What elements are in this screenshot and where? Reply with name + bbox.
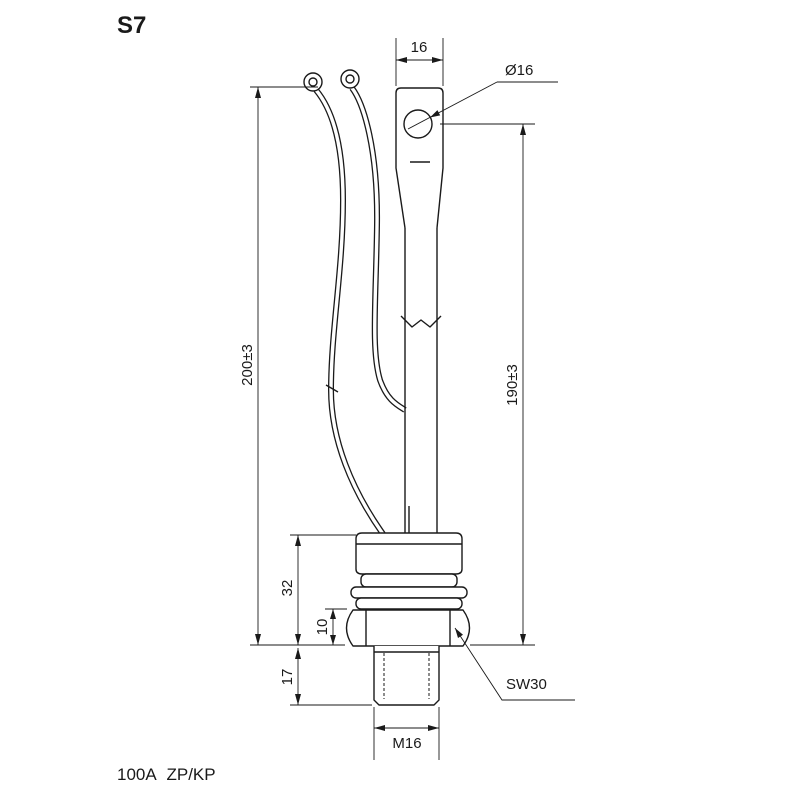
arrowhead xyxy=(374,725,385,731)
arrowhead xyxy=(330,635,336,645)
rod-break-mark xyxy=(400,315,442,328)
lead-wire-outer-core xyxy=(314,88,385,535)
rating-and-type-caption: 100A ZP/KP xyxy=(117,765,216,784)
eyelet-left-hole xyxy=(308,77,318,87)
arrowhead xyxy=(520,124,526,135)
dimension-total-length: 200±3 xyxy=(239,86,345,646)
dimension-base-height: 32 xyxy=(279,534,356,645)
dimension-label: M16 xyxy=(392,735,421,752)
lead-wire-inner xyxy=(349,86,407,413)
base-neck xyxy=(360,573,458,588)
arrowhead xyxy=(430,110,441,118)
base-flange-lower xyxy=(355,597,463,610)
threaded-stud xyxy=(373,646,440,706)
dimension-label: Ø16 xyxy=(505,62,533,79)
arrowhead xyxy=(295,634,301,645)
dimension-wrench-size: SW30 xyxy=(454,627,575,701)
arrowhead xyxy=(295,648,301,659)
eyelet-right-hole xyxy=(345,74,355,84)
lead-wire-mark xyxy=(325,384,339,393)
dimension-label: 16 xyxy=(411,39,428,56)
lug-outline xyxy=(395,87,444,229)
eyelet-left xyxy=(303,72,323,92)
dimension-label: 17 xyxy=(279,669,296,686)
arrowhead xyxy=(428,725,439,731)
wire-eyelets xyxy=(303,69,360,92)
arrowhead xyxy=(455,628,463,638)
dimension-thread-length: 17 xyxy=(279,648,372,706)
terminal-lug xyxy=(395,87,444,533)
dimension-terminal-length: 190±3 xyxy=(440,123,535,646)
arrowhead xyxy=(255,87,261,98)
lead-wire-inner-core xyxy=(350,86,406,412)
base-flange-upper xyxy=(350,586,468,599)
package-title: S7 xyxy=(117,12,147,39)
dimension-hole-diameter: Ø16 xyxy=(407,62,558,130)
hex-nut xyxy=(345,609,471,647)
arrowhead xyxy=(295,694,301,705)
arrowhead xyxy=(520,634,526,645)
base-cap xyxy=(355,532,463,575)
arrowhead xyxy=(295,535,301,546)
arrowhead xyxy=(330,609,336,619)
eyelet-right xyxy=(340,69,360,89)
dimension-thread-size: M16 xyxy=(373,707,440,760)
dimension-label: 190±3 xyxy=(504,364,521,406)
arrowhead xyxy=(396,57,407,63)
dimension-label: SW30 xyxy=(506,676,547,693)
device-base xyxy=(345,532,471,706)
leader-line xyxy=(454,627,575,701)
lead-wires xyxy=(313,86,410,536)
dimension-nut-height: 10 xyxy=(314,608,347,645)
lug-hole xyxy=(403,109,433,139)
dimension-label: 10 xyxy=(314,619,331,636)
dimension-lug-width: 16 xyxy=(395,38,444,86)
dimension-label: 32 xyxy=(279,580,296,597)
arrowhead xyxy=(432,57,443,63)
arrowhead xyxy=(255,634,261,645)
leader-line xyxy=(407,81,498,130)
dimension-label: 200±3 xyxy=(239,344,256,386)
